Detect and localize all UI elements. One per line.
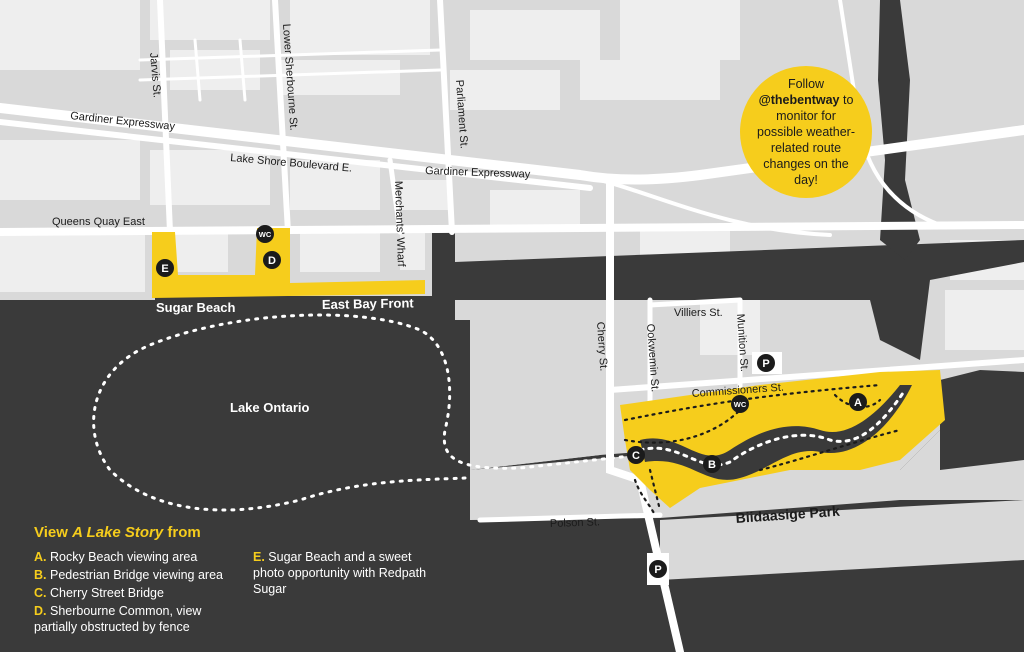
- callout-message: to monitor for possible weather-related …: [757, 93, 855, 187]
- marker-b-label: B: [708, 459, 716, 471]
- marker-c[interactable]: C: [627, 446, 645, 464]
- route-lake: [92, 313, 642, 512]
- legend-title: View A Lake Story from: [34, 524, 201, 541]
- callout-handle[interactable]: @thebentway: [758, 93, 840, 107]
- marker-c-label: C: [632, 450, 640, 462]
- label-merchants-wharf: Merchants' Wharf: [392, 181, 407, 268]
- label-parliament: Parliament St.: [453, 79, 470, 149]
- legend-column-right: E. Sugar Beach and a sweet photo opportu…: [253, 549, 438, 637]
- legend-item-b: B. Pedestrian Bridge viewing area: [34, 568, 224, 582]
- callout-follow: Follow: [787, 77, 825, 91]
- legend-item-d: D. Sherbourne Common, view partially obs…: [34, 604, 202, 634]
- parking-icon: P: [654, 564, 661, 576]
- sugar-beach-highlight: [152, 228, 425, 298]
- label-munition: Munition St.: [734, 313, 750, 372]
- route-river: [638, 388, 907, 467]
- label-villiers: Villiers St.: [674, 307, 723, 319]
- washroom-icon: WC: [734, 400, 747, 409]
- label-east-bay-front: East Bay Front: [322, 295, 415, 312]
- legend-item-a: A. Rocky Beach viewing area: [34, 550, 198, 564]
- washroom-marker-sherbourne[interactable]: WC: [256, 225, 274, 243]
- label-biidaasige-park: Biidaasige Park: [735, 503, 840, 526]
- parking-icon: P: [762, 358, 769, 370]
- marker-d[interactable]: D: [263, 251, 281, 269]
- label-ookwemin: Ookwemin St.: [644, 323, 661, 392]
- washroom-icon: WC: [259, 230, 272, 239]
- legend-column-left: A. Rocky Beach viewing area B. Pedestria…: [34, 549, 239, 637]
- legend: View A Lake Story from A. Rocky Beach vi…: [34, 524, 494, 648]
- washroom-marker-park[interactable]: WC: [731, 395, 749, 413]
- marker-d-label: D: [268, 255, 276, 267]
- marker-a-label: A: [854, 397, 862, 409]
- parking-marker-south[interactable]: P: [647, 553, 669, 585]
- legend-item-e: E. Sugar Beach and a sweet photo opportu…: [253, 550, 427, 596]
- marker-e[interactable]: E: [156, 259, 174, 277]
- label-gardiner-east: Gardiner Expressway: [425, 165, 531, 181]
- marker-a[interactable]: A: [849, 393, 867, 411]
- label-queens-quay: Queens Quay East: [52, 216, 145, 228]
- label-polson: Polson St.: [550, 516, 601, 530]
- marker-e-label: E: [161, 263, 168, 275]
- label-cherry: Cherry St.: [594, 321, 609, 371]
- label-sugar-beach: Sugar Beach: [156, 300, 236, 315]
- legend-item-c: C. Cherry Street Bridge: [34, 586, 164, 600]
- weather-callout: Follow @thebentway to monitor for possib…: [740, 66, 872, 198]
- ship-channel: [480, 575, 1024, 652]
- parking-marker-north[interactable]: P: [752, 352, 782, 374]
- marker-b[interactable]: B: [703, 455, 721, 473]
- label-lake-ontario: Lake Ontario: [230, 400, 310, 415]
- label-jarvis: Jarvis St.: [147, 52, 163, 98]
